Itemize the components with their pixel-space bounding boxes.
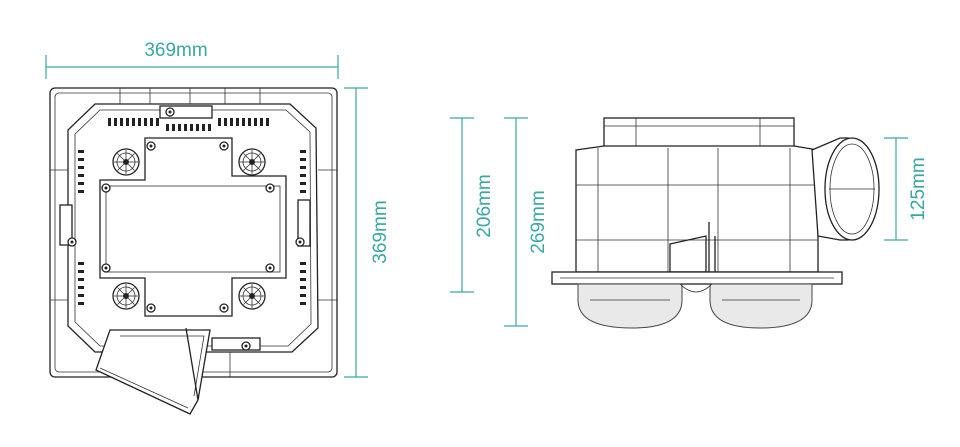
vent-slot [300, 150, 306, 153]
vent-slot [300, 302, 306, 305]
housing-outline [67, 103, 319, 353]
vent-slot [300, 278, 306, 281]
vent-slot [78, 182, 84, 185]
vent-slot [300, 182, 306, 185]
fan-grille [238, 148, 266, 176]
vent-slot [78, 286, 84, 289]
total-height-label: 269mm [528, 190, 549, 253]
vent-slot [300, 158, 306, 161]
vent-slot [166, 124, 169, 131]
vent-slot [78, 174, 84, 177]
fan-grille [238, 282, 266, 310]
width-label: 369mm [144, 40, 207, 61]
vent-slot [300, 174, 306, 177]
vent-slot [218, 118, 221, 126]
left-clip [59, 204, 73, 246]
side-housing [575, 145, 819, 273]
vent-slot [138, 118, 141, 126]
vent-slot [300, 166, 306, 169]
vent-slot [178, 124, 181, 131]
vent-slot [196, 124, 199, 131]
side-top-lid [603, 117, 795, 149]
duct-diameter-dimension: 125mm [884, 137, 929, 241]
vent-slot [300, 262, 306, 265]
vent-slot [300, 190, 306, 193]
vent-slot [108, 118, 111, 126]
vent-slot [266, 118, 269, 126]
right-clip [297, 199, 311, 247]
vent-slot [78, 262, 84, 265]
fan-grille [112, 282, 140, 310]
height-label: 369mm [370, 200, 391, 263]
vent-slot [78, 270, 84, 273]
left-grille-dome [577, 283, 683, 329]
total-height-dimension: 269mm [504, 117, 549, 327]
screws [67, 107, 305, 351]
vent-slot [78, 158, 84, 161]
vent-slot [156, 118, 159, 126]
vent-slot [126, 118, 129, 126]
vent-slot [120, 118, 123, 126]
right-grille-dome [709, 283, 813, 329]
vent-slot [190, 124, 193, 131]
vent-slot [78, 150, 84, 153]
vent-slot [242, 118, 245, 126]
vent-slot [184, 124, 187, 131]
vent-slot [300, 294, 306, 297]
vent-slot [300, 270, 306, 273]
side-view: 206mm 269mm 125mm [450, 117, 929, 329]
fan-grilles [112, 148, 266, 310]
top-width-dimension: 369mm [45, 40, 339, 79]
side-duct-spigot [811, 137, 880, 241]
vent-slot [114, 118, 117, 126]
vent-slot [254, 118, 257, 126]
vent-slot [132, 118, 135, 126]
fan-grille [112, 148, 140, 176]
vent-slot [78, 166, 84, 169]
vent-slot [172, 124, 175, 131]
vent-slot [208, 124, 211, 131]
vent-slot [300, 286, 306, 289]
vent-slot [230, 118, 233, 126]
top-view: 369mm 369mm [45, 40, 391, 415]
body-height-dimension: 206mm [450, 117, 495, 293]
vent-slot [150, 118, 153, 126]
vent-slot [260, 118, 263, 126]
vent-slot [236, 118, 239, 126]
vent-slot [78, 278, 84, 281]
vent-slot [202, 124, 205, 131]
duct-diameter-label: 125mm [908, 157, 929, 220]
vent-slot [78, 302, 84, 305]
vent-slot [224, 118, 227, 126]
top-height-dimension: 369mm [344, 87, 391, 378]
vent-slot [248, 118, 251, 126]
vent-slots [78, 118, 306, 305]
vent-slot [144, 118, 147, 126]
vent-slot [78, 294, 84, 297]
vent-slot [78, 190, 84, 193]
body-height-label: 206mm [474, 174, 495, 237]
bottom-clip [211, 337, 261, 351]
duct-adapter-top [95, 327, 211, 415]
cover-plate [99, 137, 287, 317]
